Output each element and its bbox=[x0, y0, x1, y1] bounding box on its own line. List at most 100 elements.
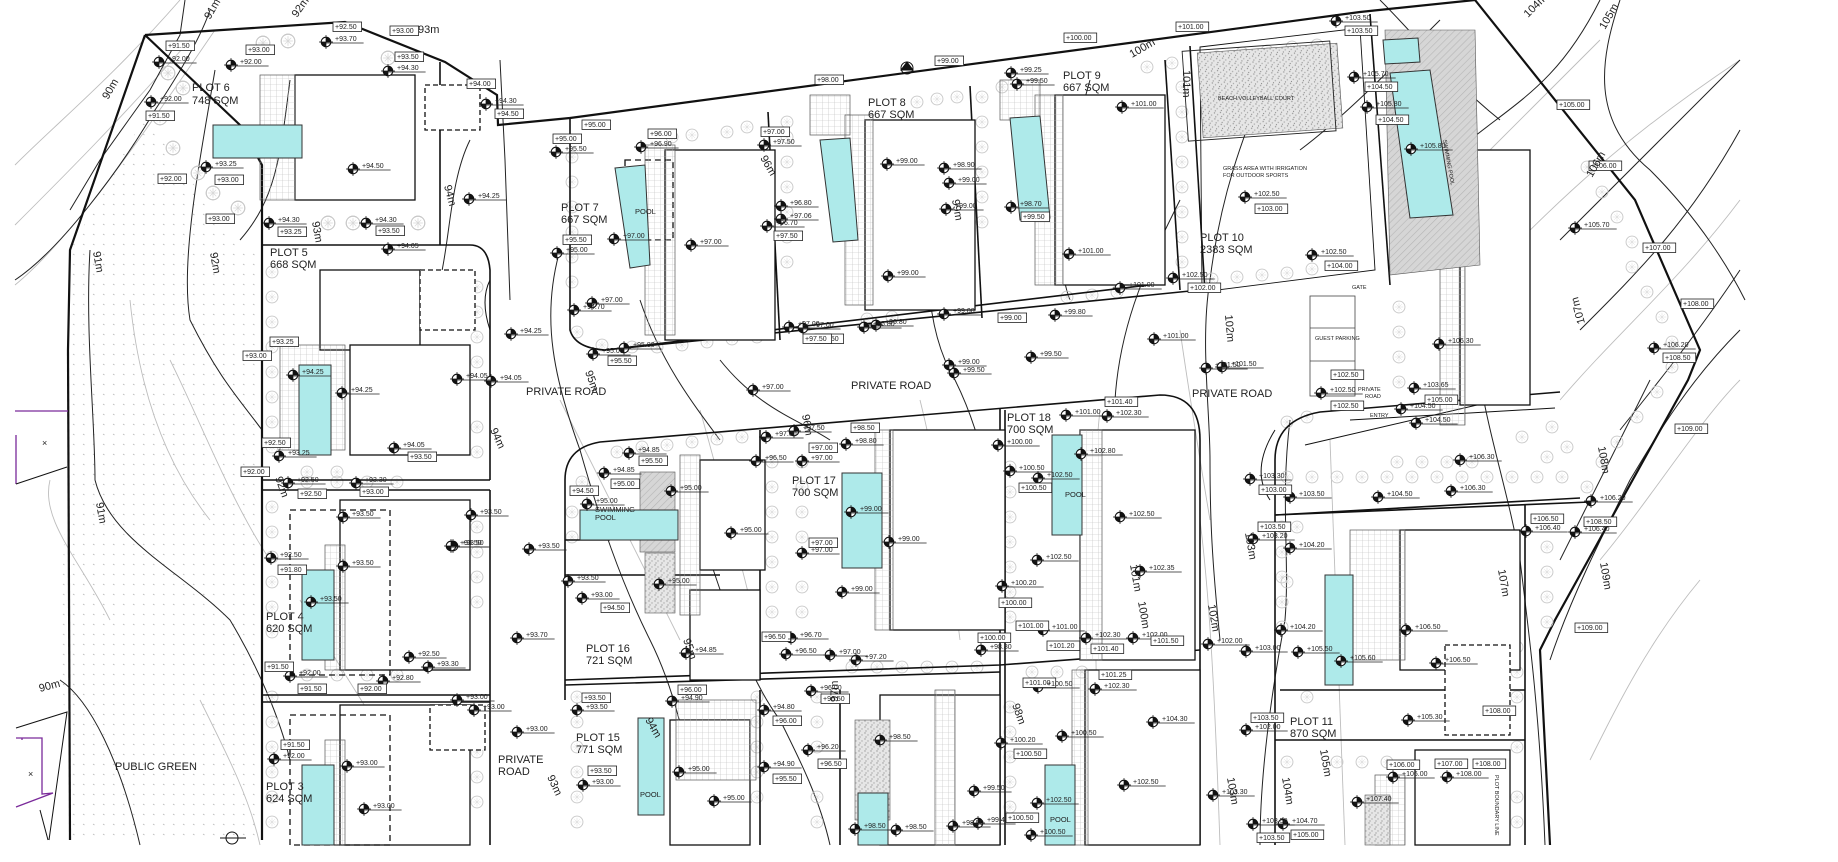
level-tag: +99.40 bbox=[975, 817, 1016, 825]
level-tag: +93.50 bbox=[308, 596, 349, 604]
svg-text:+101.40: +101.40 bbox=[1107, 399, 1133, 406]
level-tag: +97.00 bbox=[760, 126, 791, 137]
svg-text:+93.50: +93.50 bbox=[320, 596, 342, 603]
spot-level-icon bbox=[823, 648, 837, 662]
level-tag: +104.70 bbox=[1280, 818, 1325, 826]
level-tag: +103.00 bbox=[1258, 484, 1293, 495]
level-tag: +104.50 bbox=[1375, 114, 1410, 125]
contour-label-93m: 93m bbox=[544, 773, 564, 797]
contour-label-94m: 94m bbox=[441, 184, 458, 208]
svg-text:+92.00: +92.00 bbox=[160, 96, 182, 103]
spot-level-icon bbox=[199, 160, 213, 174]
svg-text:+101.00: +101.00 bbox=[1018, 623, 1044, 630]
level-tag: +102.30 bbox=[1083, 632, 1128, 640]
level-tag: +96.50 bbox=[817, 758, 848, 769]
svg-text:+96.80: +96.80 bbox=[873, 321, 895, 328]
contour-label-93m: 93m bbox=[309, 220, 325, 243]
svg-text:+95.00: +95.00 bbox=[584, 122, 606, 129]
svg-text:+95.00: +95.00 bbox=[680, 485, 702, 492]
private-road-small-label: PRIVATE bbox=[1358, 387, 1381, 393]
level-tag: +99.50 bbox=[951, 367, 992, 375]
svg-text:+94.25: +94.25 bbox=[351, 387, 373, 394]
svg-text:+101.00: +101.00 bbox=[1163, 333, 1189, 340]
svg-text:+105.70: +105.70 bbox=[1363, 71, 1389, 78]
level-tag: +94.90 bbox=[669, 695, 710, 703]
level-tag: +104.50 bbox=[1375, 491, 1420, 499]
svg-text:+100.00: +100.00 bbox=[1007, 439, 1033, 446]
level-tag: +101.40 bbox=[1104, 396, 1139, 407]
level-tag: +102.30 bbox=[1104, 410, 1149, 418]
svg-text:+97.50: +97.50 bbox=[773, 139, 795, 146]
spot-level-icon bbox=[779, 647, 793, 661]
level-tag: +94.50 bbox=[600, 602, 631, 613]
svg-text:+99.00: +99.00 bbox=[860, 506, 882, 513]
svg-text:+102.50: +102.50 bbox=[1046, 797, 1072, 804]
level-tag: +95.00 bbox=[584, 498, 625, 506]
level-tag: +108.00 bbox=[1444, 771, 1489, 779]
svg-text:+93.00: +93.00 bbox=[217, 177, 239, 184]
level-tag: +106.20 bbox=[1651, 342, 1696, 350]
level-tag: +99.80 bbox=[1052, 309, 1093, 317]
svg-text:+100.00: +100.00 bbox=[1001, 600, 1027, 607]
spot-level-icon bbox=[1314, 386, 1328, 400]
level-tag: +93.00 bbox=[344, 760, 385, 768]
spot-level-icon bbox=[1401, 713, 1415, 727]
level-tag: +95.80 bbox=[621, 342, 662, 350]
svg-text:+99.00: +99.00 bbox=[851, 586, 873, 593]
svg-text:+105.50: +105.50 bbox=[1307, 646, 1333, 653]
svg-text:+95.00: +95.00 bbox=[613, 481, 635, 488]
level-tag: +95.50 bbox=[607, 355, 638, 366]
level-tag: +94.05 bbox=[454, 373, 495, 381]
svg-text:+101.00: +101.00 bbox=[1078, 248, 1104, 255]
svg-text:+94.85: +94.85 bbox=[638, 447, 660, 454]
svg-text:+98.90: +98.90 bbox=[953, 162, 975, 169]
contour-labels: 90m 90m 91m 91m 91m 92m 92m 92m 93m 93m … bbox=[38, 0, 1622, 806]
svg-text:+100.20: +100.20 bbox=[1011, 580, 1037, 587]
svg-text:+108.50: +108.50 bbox=[1586, 519, 1612, 526]
svg-text:667 SQM: 667 SQM bbox=[868, 109, 914, 121]
level-tag: +98.00 bbox=[814, 74, 845, 85]
svg-text:+95.80: +95.80 bbox=[633, 342, 655, 349]
level-tag: +102.30 bbox=[1092, 683, 1137, 691]
svg-text:+93.00: +93.00 bbox=[592, 779, 614, 786]
spot-level-icon bbox=[757, 703, 771, 717]
spot-level-icon bbox=[575, 591, 589, 605]
svg-text:+93.00: +93.00 bbox=[245, 353, 267, 360]
svg-text:+92.50: +92.50 bbox=[418, 651, 440, 658]
svg-text:+96.00: +96.00 bbox=[650, 131, 672, 138]
svg-text:771 SQM: 771 SQM bbox=[576, 744, 622, 756]
spot-level-icon bbox=[1347, 70, 1361, 84]
spot-level-icon bbox=[504, 327, 518, 341]
level-tag: +100.50 bbox=[1028, 829, 1073, 837]
spot-level-icon bbox=[1371, 490, 1385, 504]
level-tag: +92.00 bbox=[228, 59, 269, 67]
pool-plot-15 bbox=[637, 717, 665, 816]
level-tag: +94.80 bbox=[761, 704, 802, 712]
svg-text:+108.50: +108.50 bbox=[1665, 355, 1691, 362]
level-tag: +94.25 bbox=[508, 328, 549, 336]
level-tag: +103.50 bbox=[1250, 712, 1285, 723]
level-tag: +99.50 bbox=[1028, 351, 1069, 359]
svg-text:+103.20: +103.20 bbox=[1262, 533, 1288, 540]
svg-text:+93.00: +93.00 bbox=[248, 47, 270, 54]
level-tag: +93.25 bbox=[203, 161, 244, 169]
svg-text:+98.50: +98.50 bbox=[864, 823, 886, 830]
level-tag: +103.30 bbox=[1210, 789, 1255, 797]
level-tag: +97.00 bbox=[750, 384, 791, 392]
level-tag: +95.50 bbox=[562, 234, 593, 245]
level-tag: +105.00 bbox=[1556, 99, 1591, 110]
level-tag: +91.50 bbox=[145, 110, 176, 121]
svg-text:+96.70: +96.70 bbox=[776, 220, 798, 227]
level-tag: +106.00 bbox=[1386, 759, 1421, 770]
svg-text:+104.50: +104.50 bbox=[1425, 417, 1451, 424]
level-tag: +93.70 bbox=[514, 632, 555, 640]
svg-text:+104.30: +104.30 bbox=[1162, 716, 1188, 723]
svg-text:+96.90: +96.90 bbox=[650, 141, 672, 148]
svg-text:+97.00: +97.00 bbox=[601, 297, 623, 304]
level-tag: +107.00 bbox=[1642, 242, 1677, 253]
level-tag: +93.25 bbox=[276, 450, 317, 458]
svg-text:+94.05: +94.05 bbox=[397, 243, 419, 250]
level-tag: +97.00 bbox=[611, 233, 652, 241]
